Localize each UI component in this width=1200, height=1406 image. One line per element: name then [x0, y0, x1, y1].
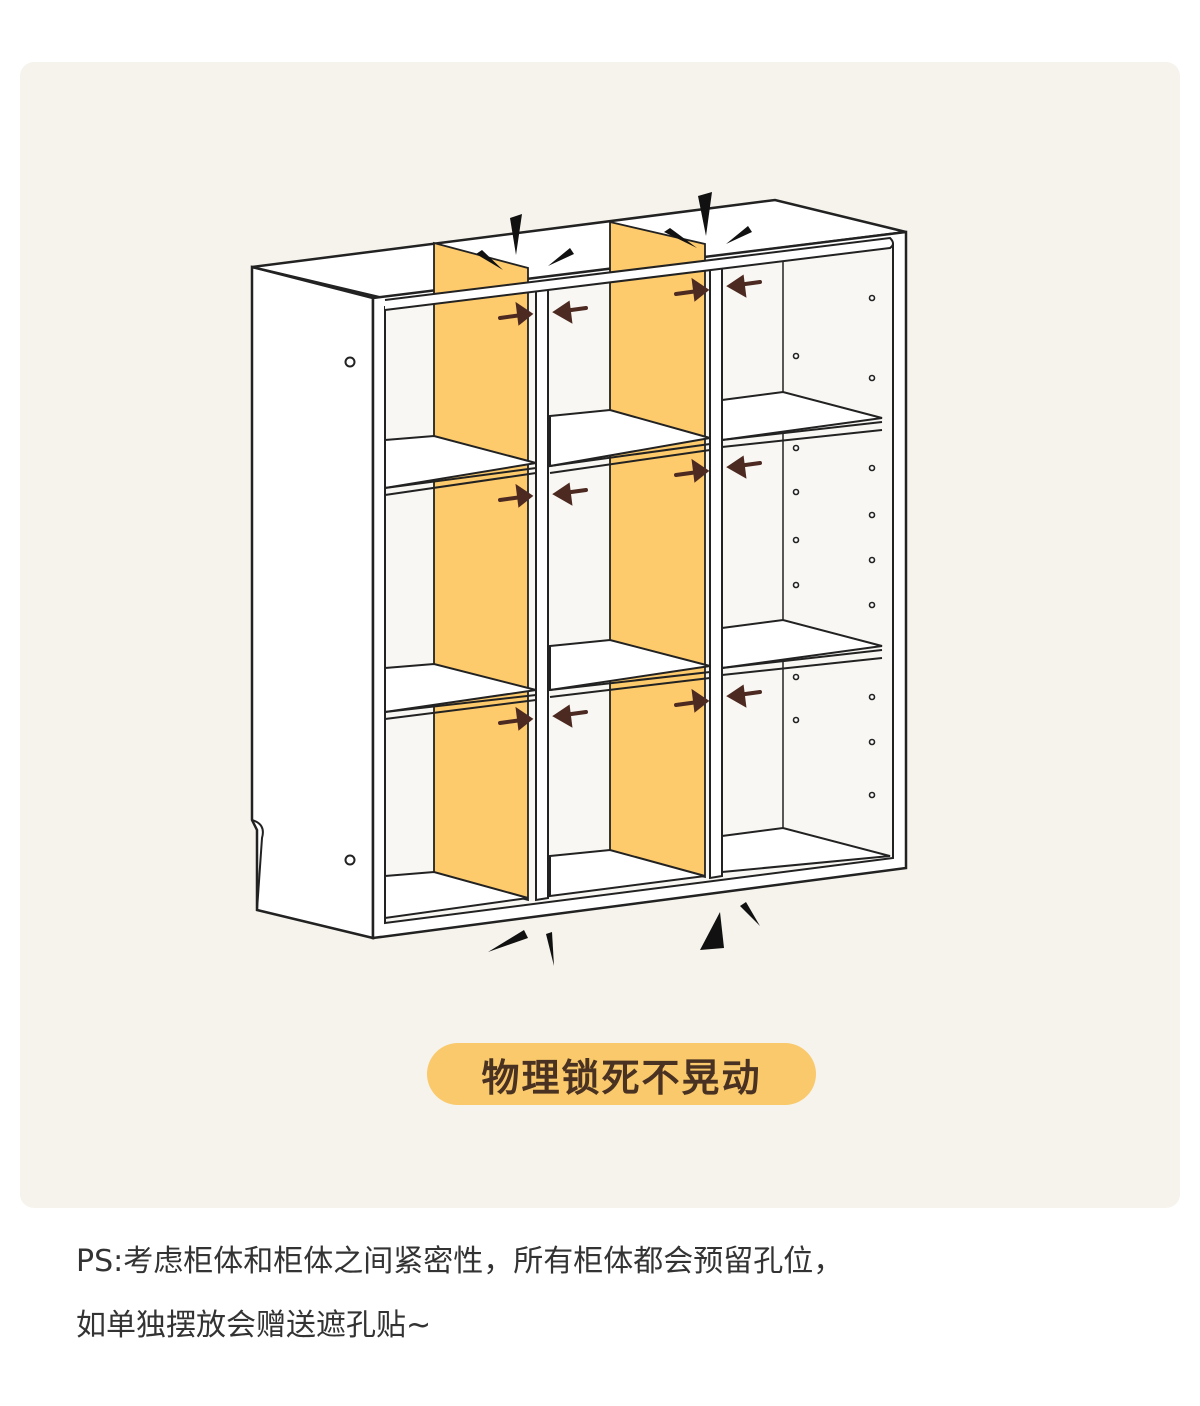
feature-badge-text: 物理锁死不晃动: [481, 1055, 762, 1100]
note-line-1: PS:考虑柜体和柜体之间紧密性，所有柜体都会预留孔位，: [76, 1244, 844, 1279]
bookcase-illustration: [250, 192, 908, 966]
impact-mark-icon: [476, 192, 760, 966]
divider-left: [535, 286, 549, 902]
divider-right: [709, 262, 723, 880]
cabinet-side-panel: [250, 265, 375, 940]
yellow-back-panel-1: [433, 241, 529, 902]
feature-badge: 物理锁死不晃动: [427, 1043, 816, 1105]
note-line-2: 如单独摆放会赠送遮孔贴~: [76, 1308, 432, 1343]
inward-arrow-icon: [498, 274, 762, 731]
yellow-back-panel-2: [609, 220, 706, 879]
